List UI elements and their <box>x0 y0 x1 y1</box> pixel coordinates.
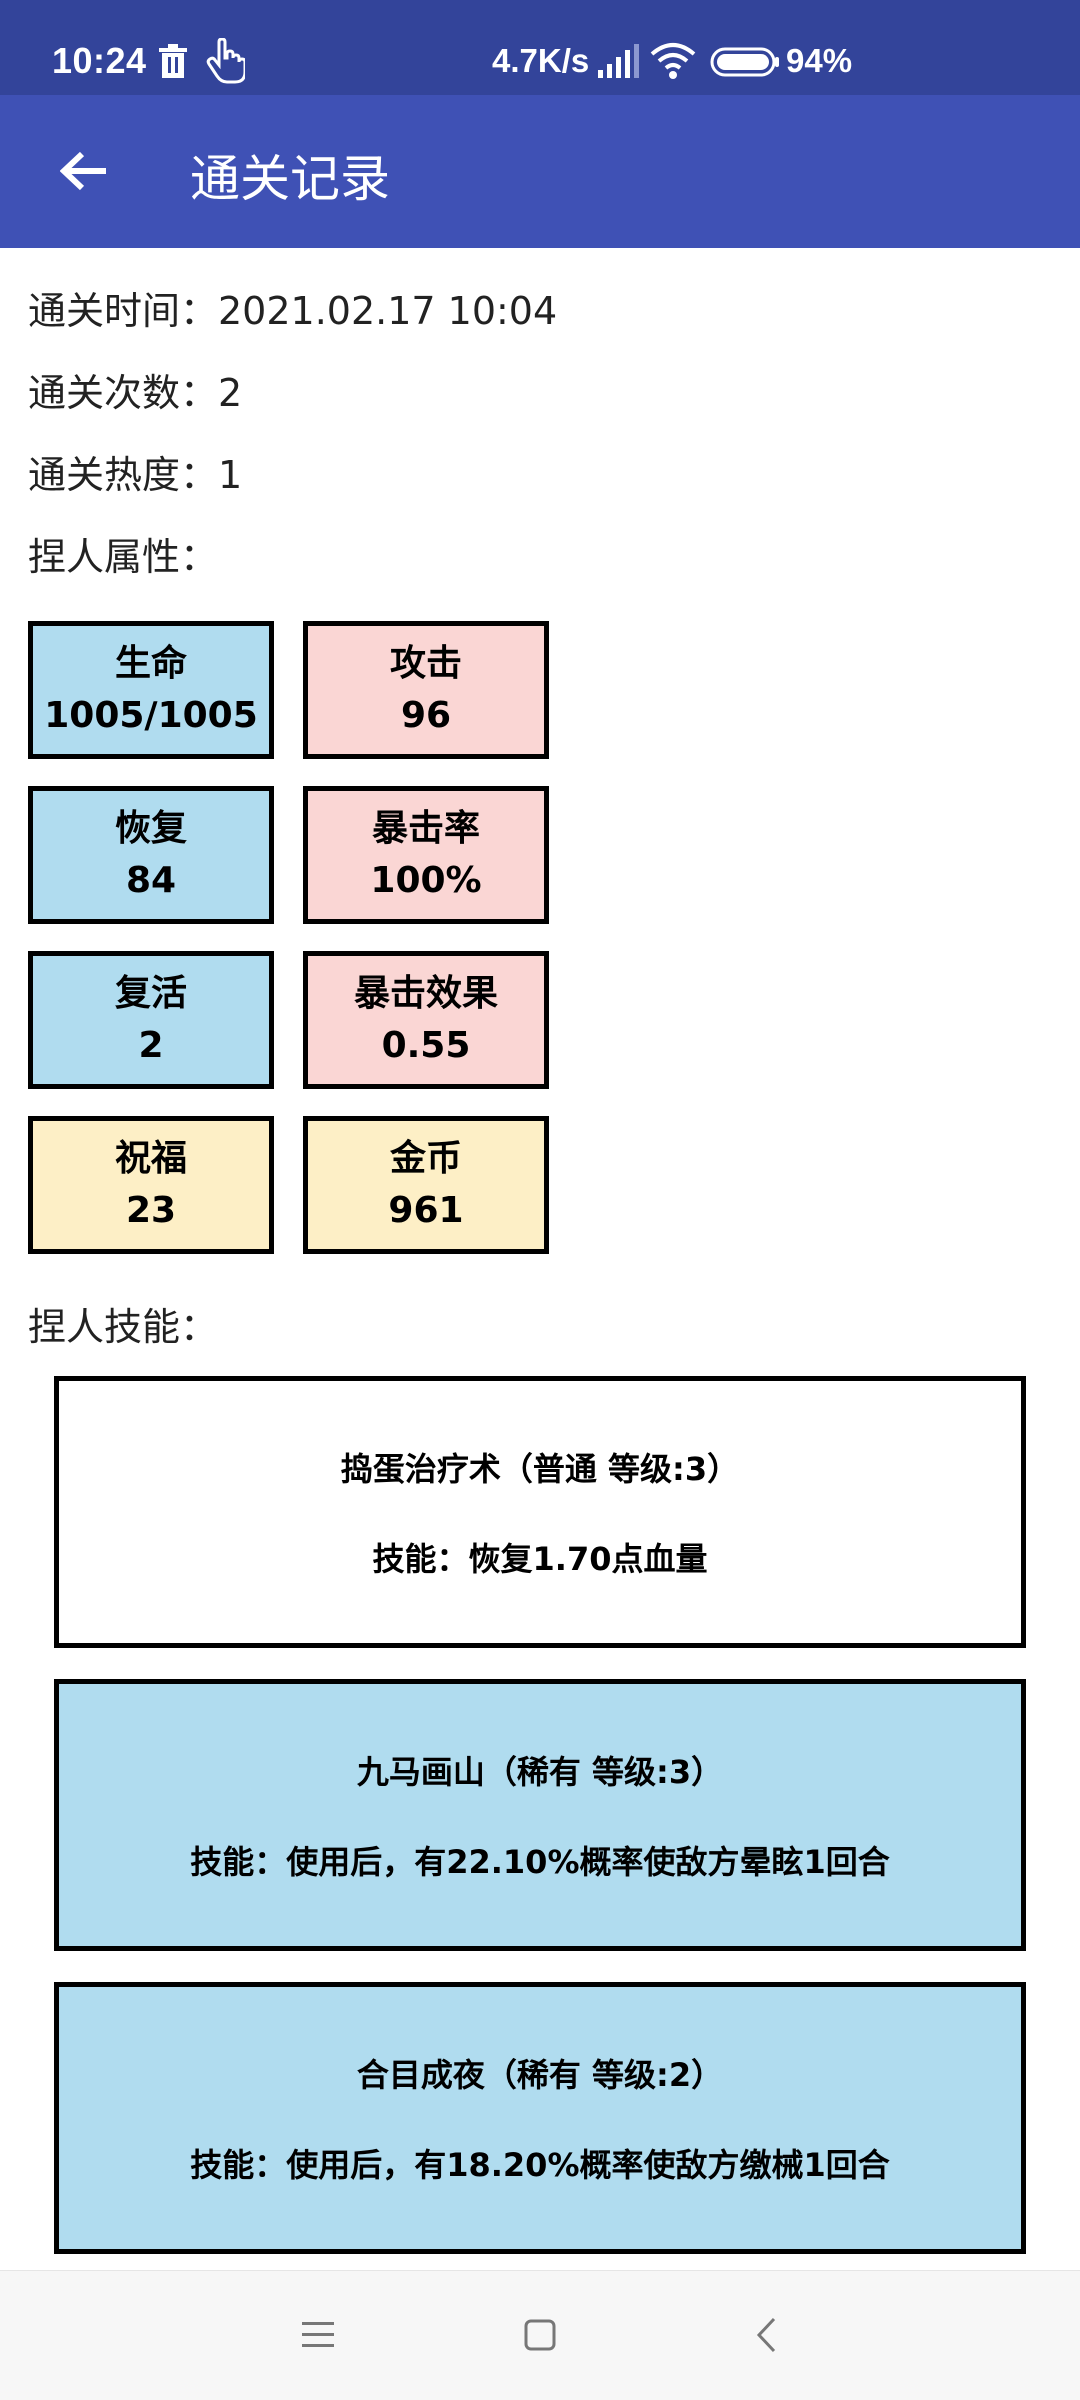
attr-attack: 攻击 96 <box>303 621 549 759</box>
attr-label: 暴击率 <box>371 808 480 849</box>
trash-icon <box>159 44 187 78</box>
attr-value: 96 <box>400 695 452 736</box>
system-back-button[interactable] <box>736 2305 796 2365</box>
attr-revive: 复活 2 <box>28 951 274 1089</box>
attr-blessing: 祝福 23 <box>28 1116 274 1254</box>
status-time: 10:24 <box>52 40 147 81</box>
skills-heading: 捏人技能： <box>28 1305 219 1349</box>
navigation-bar <box>0 2270 1080 2400</box>
attr-label: 祝福 <box>114 1138 187 1179</box>
battery-percent: 94% <box>786 42 853 79</box>
attr-label: 生命 <box>114 643 187 684</box>
attr-value: 100% <box>370 860 482 901</box>
attr-life: 生命 1005/1005 <box>28 621 274 759</box>
attr-recovery: 恢复 84 <box>28 786 274 924</box>
attr-label: 暴击效果 <box>353 973 498 1014</box>
attr-label: 复活 <box>114 973 187 1014</box>
clear-heat: 通关热度：1 <box>28 453 243 497</box>
signal-icon <box>598 44 639 78</box>
back-chevron-icon <box>756 2317 776 2353</box>
attr-value: 1005/1005 <box>44 695 258 736</box>
network-speed: 4.7K/s <box>492 42 590 79</box>
skill-desc: 技能：恢复1.70点血量 <box>372 1540 708 1578</box>
attr-label: 攻击 <box>389 643 462 684</box>
skill-desc: 技能：使用后，有18.20%概率使敌方缴械1回合 <box>190 2146 890 2184</box>
attributes-heading: 捏人属性： <box>28 535 219 579</box>
clear-time: 通关时间：2021.02.17 10:04 <box>28 289 558 333</box>
attr-crit-rate: 暴击率 100% <box>303 786 549 924</box>
wifi-icon <box>650 43 696 79</box>
skill-card: 合目成夜（稀有 等级:2） 技能：使用后，有18.20%概率使敌方缴械1回合 <box>54 1982 1026 2254</box>
skill-name: 九马画山（稀有 等级:3） <box>356 1753 724 1791</box>
skill-name: 合目成夜（稀有 等级:2） <box>356 2056 724 2094</box>
attr-gold: 金币 961 <box>303 1116 549 1254</box>
skill-card: 捣蛋治疗术（普通 等级:3） 技能：恢复1.70点血量 <box>54 1376 1026 1648</box>
back-button[interactable] <box>48 135 120 207</box>
attr-label: 恢复 <box>114 808 187 849</box>
battery-icon <box>710 47 779 77</box>
attr-label: 金币 <box>389 1138 462 1179</box>
home-square-icon <box>524 2319 556 2351</box>
status-bar: 10:24 4.7K/s 94% <box>0 0 1080 95</box>
arrow-left-icon <box>60 151 106 191</box>
attr-value: 23 <box>125 1190 177 1231</box>
skill-card: 九马画山（稀有 等级:3） 技能：使用后，有22.10%概率使敌方晕眩1回合 <box>54 1679 1026 1951</box>
app-bar: 通关记录 <box>0 95 1080 248</box>
page-title: 通关记录 <box>190 150 390 208</box>
skill-name: 捣蛋治疗术（普通 等级:3） <box>340 1450 740 1488</box>
recent-apps-button[interactable] <box>288 2305 348 2365</box>
attr-value: 0.55 <box>381 1025 471 1066</box>
attr-value: 961 <box>388 1190 464 1231</box>
hand-pointer-icon <box>206 38 245 84</box>
skill-desc: 技能：使用后，有22.10%概率使敌方晕眩1回合 <box>190 1843 890 1881</box>
attr-value: 84 <box>125 860 177 901</box>
clear-count: 通关次数：2 <box>28 371 243 415</box>
home-button[interactable] <box>510 2305 570 2365</box>
attr-crit-effect: 暴击效果 0.55 <box>303 951 549 1089</box>
menu-icon <box>302 2322 334 2347</box>
attr-value: 2 <box>138 1025 164 1066</box>
